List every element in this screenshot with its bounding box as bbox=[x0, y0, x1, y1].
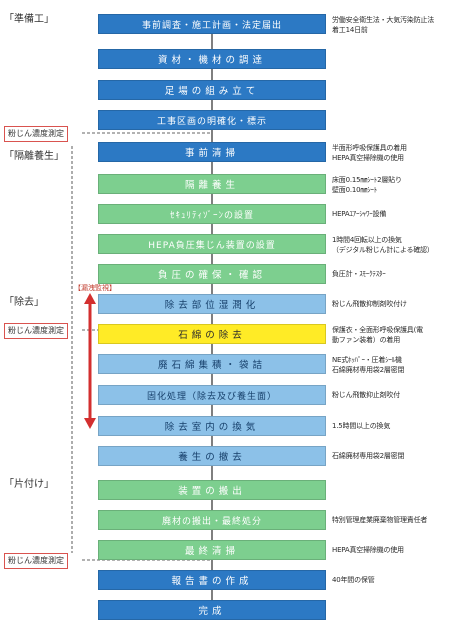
step-note: NE式ﾎｯﾊﾟｰ・圧着ｼｰﾙ機石綿廃材専用袋2層密閉 bbox=[332, 355, 454, 375]
phase-label-cleanup: 「片付け」 bbox=[4, 479, 54, 490]
phase-label-removal: 「除去」 bbox=[4, 297, 44, 308]
step-label: 固化処理（除去及び養生面） bbox=[146, 391, 277, 402]
step-note: 粉じん飛散抑止剤吹付 bbox=[332, 390, 454, 400]
step-note-line: 40年間の保管 bbox=[332, 576, 375, 584]
dust-measure-box-3: 粉じん濃度測定 bbox=[4, 553, 68, 569]
step-note-line: 1時間4回転以上の換気 bbox=[332, 236, 402, 244]
step-label: 完成 bbox=[198, 606, 226, 617]
step-note: 1.5時間以上の換気 bbox=[332, 421, 454, 431]
step-label: 養生の撤去 bbox=[178, 452, 246, 463]
step-box: 除去部位湿潤化 bbox=[98, 294, 326, 314]
step-note-line: 労働安全衛生法・大気汚染防止法 bbox=[332, 16, 434, 24]
step-note-line: 粉じん飛散抑止剤吹付 bbox=[332, 391, 400, 399]
step-label: ｾｷｭﾘﾃｨｿﾞｰﾝの設置 bbox=[169, 210, 254, 221]
step-label: 報告書の作成 bbox=[171, 576, 253, 587]
step-label: 廃材の搬出・最終処分 bbox=[161, 516, 262, 527]
step-note: 保護衣・全面形呼吸保護具(電動ファン装着）の着用 bbox=[332, 325, 454, 345]
step-note-line: 動ファン装着）の着用 bbox=[332, 336, 400, 344]
step-label: 隔離養生 bbox=[184, 180, 239, 191]
step-note: 負圧計・ｽﾓｰｸﾃｽﾀｰ bbox=[332, 269, 454, 279]
step-label: 石綿の除去 bbox=[178, 330, 246, 341]
dust-measure-box-1: 粉じん濃度測定 bbox=[4, 126, 68, 142]
monitor-arrow-head-up bbox=[84, 293, 96, 304]
step-note-line: 着工14日前 bbox=[332, 26, 368, 34]
step-box: HEPA負圧集じん装置の設置 bbox=[98, 234, 326, 254]
step-label: 事前清掃 bbox=[184, 148, 239, 159]
dust-measure-box-2: 粉じん濃度測定 bbox=[4, 323, 68, 339]
step-note-line: HEPA真空掃除機の使用 bbox=[332, 154, 404, 162]
step-label: 廃石綿集積・袋詰 bbox=[157, 360, 266, 371]
step-box: 足場の組み立て bbox=[98, 80, 326, 100]
step-box: 完成 bbox=[98, 600, 326, 620]
phase-label-isolation: 「隔離養生」 bbox=[4, 151, 64, 162]
step-note: 床面0.15㎜ｼｰﾄ2層貼り壁面0.10㎜ｼｰﾄ bbox=[332, 175, 454, 195]
step-box: 隔離養生 bbox=[98, 174, 326, 194]
step-note-line: HEPA真空掃除機の使用 bbox=[332, 546, 404, 554]
step-note-line: 半面形呼吸保護具の着用 bbox=[332, 144, 407, 152]
step-box: 事前調査・施工計画・法定届出 bbox=[98, 14, 326, 34]
step-label: 資材・機材の調達 bbox=[157, 55, 266, 66]
step-note-line: 1.5時間以上の換気 bbox=[332, 422, 391, 430]
step-note-line: 負圧計・ｽﾓｰｸﾃｽﾀｰ bbox=[332, 270, 386, 278]
step-note-line: （デジタル粉じん計による確認） bbox=[332, 246, 434, 254]
step-label: HEPA負圧集じん装置の設置 bbox=[148, 240, 276, 251]
step-label: 工事区画の明確化・標示 bbox=[156, 116, 267, 127]
step-label: 事前調査・施工計画・法定届出 bbox=[141, 20, 282, 31]
step-box: 工事区画の明確化・標示 bbox=[98, 110, 326, 130]
step-box: 事前清掃 bbox=[98, 142, 326, 162]
step-box: 除去室内の換気 bbox=[98, 416, 326, 436]
step-note: HEPAｴｱｰｼｬﾜｰ設備 bbox=[332, 209, 454, 219]
step-box: ｾｷｭﾘﾃｨｿﾞｰﾝの設置 bbox=[98, 204, 326, 224]
step-label: 最終清掃 bbox=[184, 546, 239, 557]
step-label: 装置の搬出 bbox=[178, 486, 246, 497]
step-note-line: 壁面0.10㎜ｼｰﾄ bbox=[332, 186, 378, 194]
step-note-line: HEPAｴｱｰｼｬﾜｰ設備 bbox=[332, 210, 387, 218]
step-note: 40年間の保管 bbox=[332, 575, 454, 585]
step-box: 廃材の搬出・最終処分 bbox=[98, 510, 326, 530]
monitor-arrow-head-down bbox=[84, 418, 96, 429]
phase-label-prep: 「準備工」 bbox=[4, 14, 54, 25]
step-note-line: 保護衣・全面形呼吸保護具(電 bbox=[332, 326, 423, 334]
step-box: 最終清掃 bbox=[98, 540, 326, 560]
step-note-line: 特別管理産業廃棄物管理責任者 bbox=[332, 516, 428, 524]
step-note: HEPA真空掃除機の使用 bbox=[332, 545, 454, 555]
step-note: 半面形呼吸保護具の着用 HEPA真空掃除機の使用 bbox=[332, 143, 454, 163]
step-box: 資材・機材の調達 bbox=[98, 49, 326, 69]
step-box: 廃石綿集積・袋詰 bbox=[98, 354, 326, 374]
step-box: 報告書の作成 bbox=[98, 570, 326, 590]
step-note: 石綿廃材専用袋2層密閉 bbox=[332, 451, 454, 461]
step-note-line: 石綿廃材専用袋2層密閉 bbox=[332, 452, 405, 460]
step-note-line: 床面0.15㎜ｼｰﾄ2層貼り bbox=[332, 176, 402, 184]
step-label: 足場の組み立て bbox=[164, 86, 260, 97]
step-note: 1時間4回転以上の換気 （デジタル粉じん計による確認） bbox=[332, 235, 454, 255]
step-note: 粉じん飛散抑制剤吹付け bbox=[332, 299, 454, 309]
step-note-line: NE式ﾎｯﾊﾟｰ・圧着ｼｰﾙ機 bbox=[332, 356, 402, 364]
step-label: 除去室内の換気 bbox=[164, 422, 260, 433]
step-box: 養生の撤去 bbox=[98, 446, 326, 466]
step-box: 負圧の確保・確認 bbox=[98, 264, 326, 284]
step-label: 除去部位湿潤化 bbox=[164, 300, 260, 311]
step-box: 石綿の除去 bbox=[98, 324, 326, 344]
step-note-line: 粉じん飛散抑制剤吹付け bbox=[332, 300, 407, 308]
step-note-line: 石綿廃材専用袋2層密閉 bbox=[332, 366, 405, 374]
step-box: 装置の搬出 bbox=[98, 480, 326, 500]
leak-monitor-label: 【漏洩監視】 bbox=[74, 284, 116, 292]
step-label: 負圧の確保・確認 bbox=[157, 270, 266, 281]
step-note: 労働安全衛生法・大気汚染防止法着工14日前 bbox=[332, 15, 454, 35]
step-note: 特別管理産業廃棄物管理責任者 bbox=[332, 515, 454, 525]
step-box: 固化処理（除去及び養生面） bbox=[98, 385, 326, 405]
